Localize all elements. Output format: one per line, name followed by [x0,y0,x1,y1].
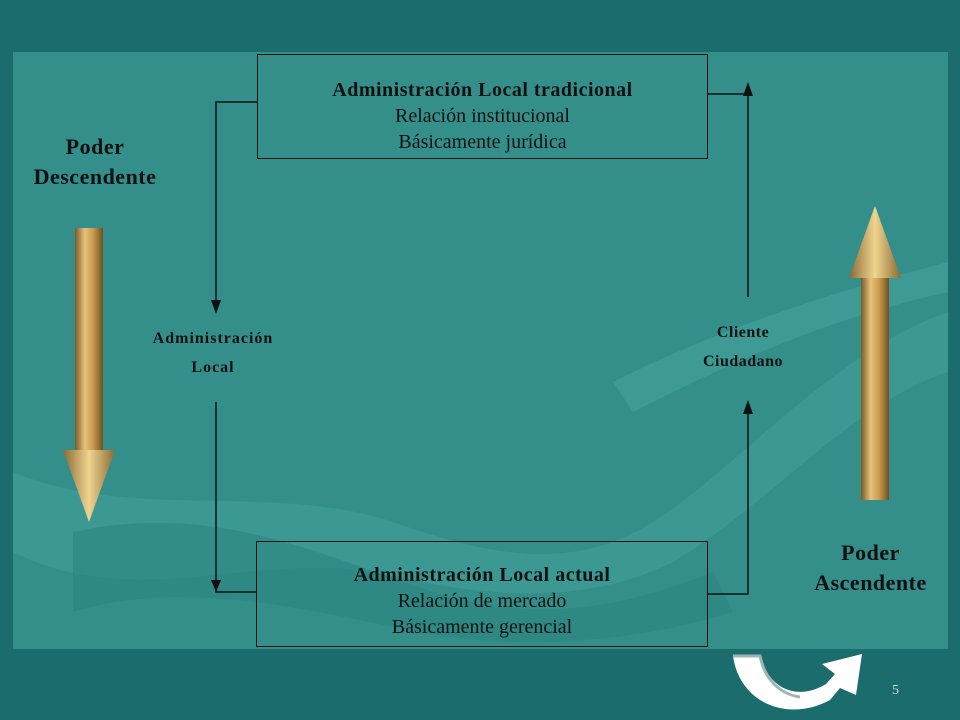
power-line: Poder [841,540,900,565]
power-line: Ascendente [814,570,927,595]
box-line: Básicamente gerencial [391,616,573,638]
node-line: Administración [152,330,274,347]
node-line: Local [191,359,235,376]
box-line: Relación institucional [395,105,570,127]
traditional-administration-box: Administración Local tradicional Relació… [257,54,708,159]
client-citizen-node: Cliente Ciudadano [678,318,808,376]
down-connector-top [211,101,257,314]
current-administration-box: Administración Local actual Relación de … [256,541,708,647]
box-line: Básicamente jurídica [398,131,567,153]
page-number: 5 [892,683,899,698]
ascending-power-label: Poder Ascendente [793,538,948,598]
up-connector-top [708,82,753,297]
box-title: Administración Local tradicional [332,79,633,101]
power-line: Descendente [33,164,157,189]
box-title: Administración Local actual [353,564,611,586]
node-line: Cliente [716,324,770,341]
ascending-gold-arrow [849,206,901,500]
box-line: Relación de mercado [397,590,567,612]
power-line: Poder [65,134,125,159]
down-connector-bottom [211,402,256,593]
node-line: Ciudadano [702,353,784,370]
descending-gold-arrow [63,228,115,522]
connector-lines [63,82,901,595]
administration-local-node: Administración Local [133,324,293,382]
descending-power-label: Poder Descendente [13,132,177,192]
up-connector-bottom [708,400,753,595]
content-panel: Administración Local tradicional Relació… [13,52,948,649]
